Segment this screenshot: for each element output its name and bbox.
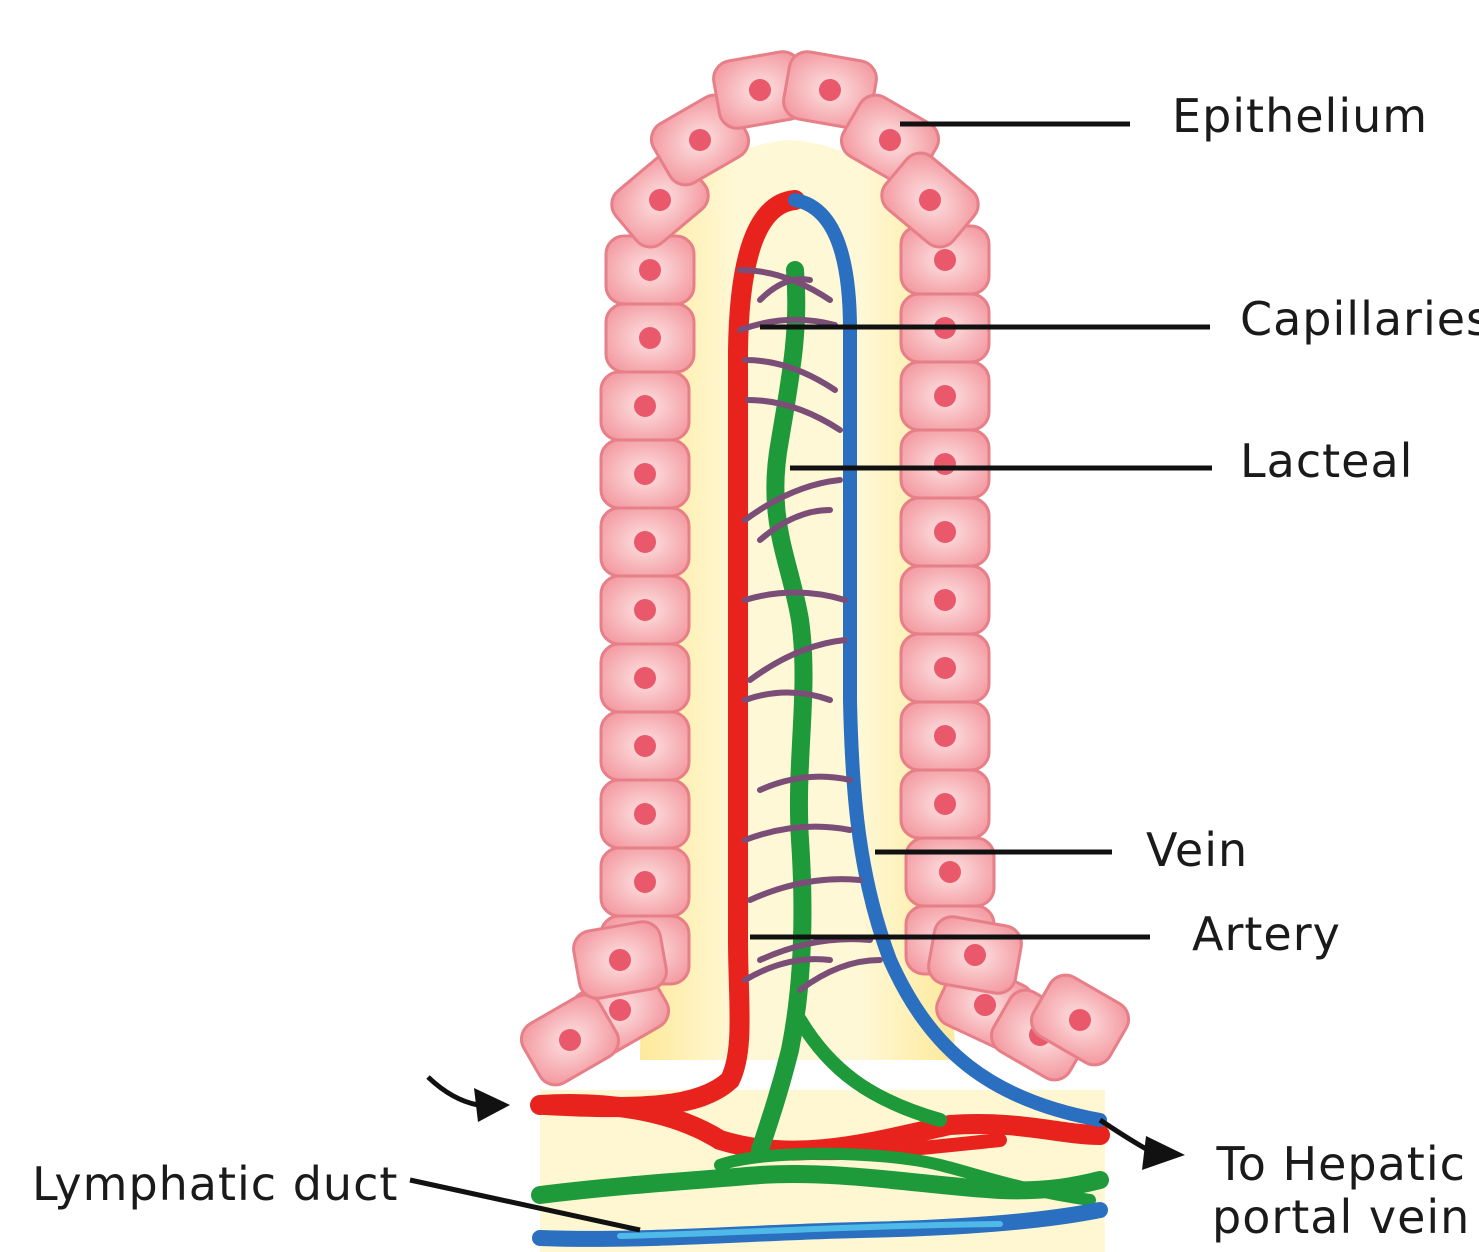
cell-nucleus — [934, 793, 956, 815]
cell-nucleus — [634, 599, 656, 621]
epithelial-cell — [901, 430, 989, 498]
outflow-arrowhead — [1142, 1136, 1185, 1170]
epithelial-cell — [901, 498, 989, 566]
cell-nucleus — [634, 395, 656, 417]
cell-nucleus — [634, 531, 656, 553]
epithelial-cell — [901, 702, 989, 770]
epithelial-cell — [901, 362, 989, 430]
epithelial-cell — [901, 634, 989, 702]
cell-nucleus — [934, 657, 956, 679]
epithelial-cell — [901, 770, 989, 838]
epithelial-cell — [906, 838, 994, 906]
label-hepatic-portal-vein: To Hepatic portal vein — [1212, 1138, 1470, 1244]
cell-nucleus — [934, 249, 956, 271]
epithelial-cell — [601, 508, 689, 576]
epithelial-cell — [601, 712, 689, 780]
epithelial-cell — [601, 848, 689, 916]
cell-nucleus — [934, 521, 956, 543]
label-lacteal: Lacteal — [1240, 435, 1413, 488]
inflow-arrow — [428, 1077, 478, 1105]
cell-nucleus — [934, 725, 956, 747]
inflow-arrowhead — [474, 1088, 510, 1122]
cell-nucleus — [939, 861, 961, 883]
epithelial-cell — [926, 914, 1024, 996]
epithelial-cell — [601, 576, 689, 644]
cell-nucleus — [634, 735, 656, 757]
label-capillaries: Capillaries — [1240, 293, 1479, 346]
cell-nucleus — [639, 259, 661, 281]
cell-nucleus — [634, 463, 656, 485]
cell-nucleus — [634, 871, 656, 893]
cell-nucleus — [639, 327, 661, 349]
cell-nucleus — [934, 589, 956, 611]
cell-nucleus — [934, 453, 956, 475]
cell-nucleus — [634, 667, 656, 689]
cell-nucleus — [934, 385, 956, 407]
epithelial-cell — [601, 372, 689, 440]
label-epithelium: Epithelium — [1172, 90, 1428, 143]
epithelial-cell — [901, 566, 989, 634]
label-artery: Artery — [1192, 908, 1341, 961]
epithelial-cell — [571, 919, 669, 1001]
epithelial-cell — [606, 304, 694, 372]
cell-nucleus — [634, 803, 656, 825]
epithelial-cell — [601, 440, 689, 508]
label-vein: Vein — [1146, 824, 1248, 877]
label-lymphatic-duct: Lymphatic duct — [32, 1158, 398, 1211]
epithelial-cell — [601, 780, 689, 848]
epithelial-cell — [601, 644, 689, 712]
